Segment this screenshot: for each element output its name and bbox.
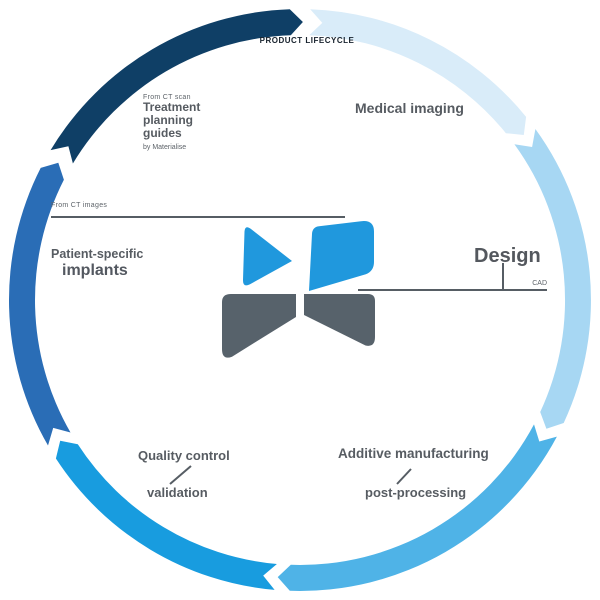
label-top-left-title-line3: guides (143, 126, 182, 140)
label-bottom-right-line2: post-processing (365, 485, 467, 500)
ring-segment-bottom-left-cyan (55, 440, 277, 590)
ring-segment-right-light (514, 129, 591, 429)
ring-segment-top-left-navy (50, 9, 303, 164)
ring-segment-bottom-right-sky (277, 424, 557, 591)
label-bottom-left-line1: Quality control (138, 448, 230, 463)
top-center-caption: PRODUCT LIFECYCLE (259, 36, 355, 45)
logo-upper-left-wing-icon (242, 227, 292, 286)
label-left-eyebrow: From CT images (51, 202, 108, 209)
ring-segment-left-royal (9, 162, 71, 446)
label-top-left: From CT scan Treatment planning guides b… (143, 94, 200, 151)
label-top-left-title-line2: planning (143, 113, 193, 127)
ring-segments (9, 9, 591, 591)
label-bottom-right-line1: Additive manufacturing (338, 446, 489, 461)
label-right-title: Design (474, 245, 541, 267)
bottom-left-callout-tick (169, 465, 192, 485)
bottom-right-callout-tick (396, 468, 412, 485)
logo-lower-left-wing-icon (222, 294, 296, 358)
logo-lower-right-wing-icon (304, 294, 375, 346)
label-top-left-eyebrow: From CT scan (143, 94, 191, 101)
butterfly-logo (222, 221, 375, 358)
label-bottom-left-line2: validation (147, 485, 208, 500)
label-top-left-title-line1: Treatment (143, 100, 201, 114)
label-top-right: Medical imaging (355, 100, 464, 116)
label-top-left-caption: by Materialise (143, 144, 187, 151)
ring-segment-top-right-pale (309, 9, 527, 136)
logo-upper-right-wing-icon (309, 221, 374, 291)
callout-lines (51, 216, 547, 485)
label-right-tiny: CAD (532, 280, 547, 287)
label-left-line2: implants (62, 262, 128, 279)
label-left-line1: Patient-specific (51, 247, 144, 261)
